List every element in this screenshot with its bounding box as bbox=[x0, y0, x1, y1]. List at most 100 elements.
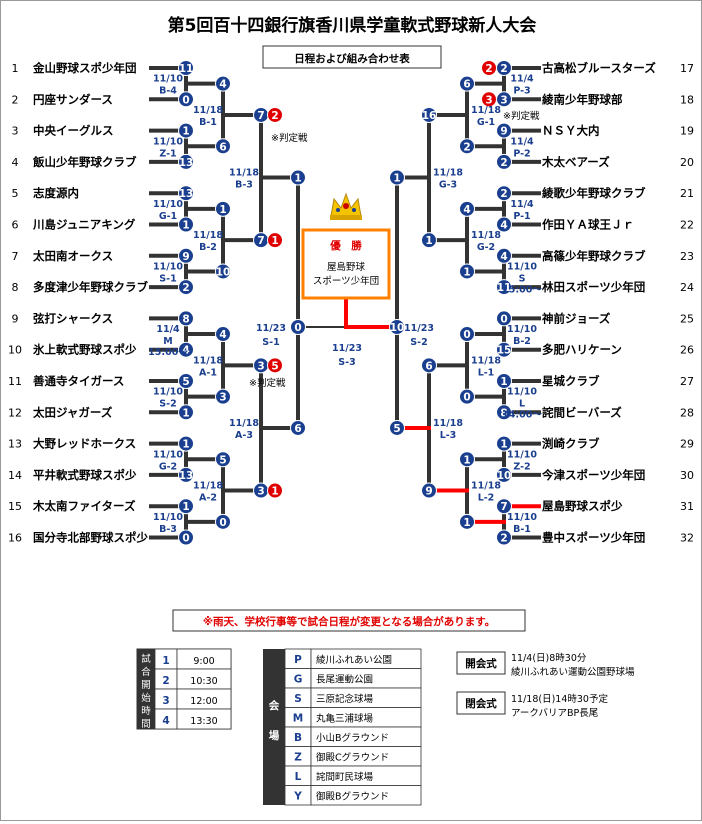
team-name-right: 高篠少年野球クラブ bbox=[542, 249, 646, 263]
score-circle bbox=[496, 466, 512, 483]
time-slot-time: 13:30 bbox=[190, 716, 217, 727]
match-date: 11/18 bbox=[471, 481, 501, 492]
score-value: 5 bbox=[219, 454, 226, 466]
team-number: 24 bbox=[680, 281, 694, 294]
match-venue: S-2 bbox=[159, 399, 176, 410]
team-number: 5 bbox=[12, 187, 19, 200]
score-circle bbox=[178, 185, 194, 202]
score-value: 0 bbox=[463, 392, 470, 404]
team-number: 6 bbox=[12, 219, 19, 232]
score-value: 10 bbox=[216, 266, 231, 278]
score-value: 4 bbox=[500, 220, 507, 232]
score-value: 7 bbox=[500, 501, 507, 513]
page-subtitle: 日程および組み合わせ表 bbox=[294, 52, 410, 65]
venue-name: 詫間町民球場 bbox=[316, 771, 374, 783]
score-value: 11 bbox=[497, 282, 512, 294]
score-value: 1 bbox=[182, 501, 189, 513]
score-circle bbox=[496, 216, 512, 233]
score-value: 6 bbox=[294, 423, 301, 435]
score-circle bbox=[178, 60, 194, 76]
venue-code: Z bbox=[294, 752, 302, 764]
team-name-right: 神前ジョーズ bbox=[542, 311, 611, 325]
champion-team: スポーツ少年団 bbox=[313, 275, 379, 287]
score-circle bbox=[178, 122, 194, 139]
match-date: 11/18 bbox=[193, 230, 223, 241]
score-circle bbox=[496, 153, 512, 170]
score-value: 13 bbox=[179, 470, 194, 482]
score-value: 1 bbox=[425, 235, 432, 247]
team-name-left: 平井軟式野球スポ少 bbox=[33, 468, 137, 482]
score-value: 2 bbox=[500, 533, 507, 545]
score-circle bbox=[496, 373, 512, 389]
score-value: 6 bbox=[219, 141, 226, 153]
score-circle bbox=[496, 529, 512, 546]
match-venue: G-2 bbox=[477, 242, 495, 253]
venue-name: 御殿Cグラウンド bbox=[316, 752, 389, 764]
team-name-right: 屋島野球スポ少 bbox=[542, 499, 623, 513]
judgement-score bbox=[267, 357, 283, 374]
match-date: 11/10 bbox=[507, 261, 537, 272]
score-value: 7 bbox=[257, 235, 264, 247]
score-circle bbox=[178, 341, 194, 358]
team-name-right: 林田スポーツ少年団 bbox=[542, 280, 645, 294]
score-value: 0 bbox=[463, 329, 470, 341]
team-name-left: 弦打シャークス bbox=[33, 311, 113, 325]
team-number: 8 bbox=[12, 281, 19, 294]
opening-box bbox=[456, 651, 506, 675]
match-date: 11/10 bbox=[153, 512, 183, 523]
team-name-left: 中央イーグルス bbox=[33, 124, 114, 138]
match-date: 11/10 bbox=[153, 74, 183, 85]
score-value: 3 bbox=[485, 94, 492, 106]
venue-header: 会 bbox=[269, 699, 280, 712]
score-value: 4 bbox=[182, 345, 189, 357]
team-number: 10 bbox=[8, 344, 22, 357]
notice-box bbox=[172, 609, 526, 632]
score-value: 4 bbox=[219, 79, 226, 91]
score-circle bbox=[178, 279, 194, 296]
score-circle bbox=[421, 357, 437, 374]
match-venue: B-3 bbox=[159, 524, 177, 535]
venue-name: 綾川ふれあい公園 bbox=[316, 654, 392, 666]
match-date: 11/4 bbox=[156, 324, 180, 335]
match-venue: P-1 bbox=[513, 211, 530, 222]
score-value: 0 bbox=[182, 94, 189, 106]
team-name-left: 金山野球スポ少年団 bbox=[32, 61, 137, 75]
team-name-left: 太田南オークス bbox=[32, 249, 113, 263]
match-venue: S-1 bbox=[262, 337, 279, 348]
score-circle bbox=[178, 91, 194, 108]
match-venue: G-1 bbox=[477, 117, 495, 128]
match-venue: S-2 bbox=[410, 337, 427, 348]
score-value: 9 bbox=[182, 251, 189, 263]
score-circle bbox=[496, 310, 512, 327]
score-value: 4 bbox=[219, 329, 226, 341]
match-venue: P-2 bbox=[513, 148, 530, 159]
final-date: 11/23 bbox=[332, 343, 362, 354]
team-name-left: 円座サンダース bbox=[33, 92, 113, 106]
closing-label: 閉会式 bbox=[465, 697, 497, 710]
team-name-right: ＮＳＹ大内 bbox=[542, 124, 600, 138]
score-circle bbox=[459, 388, 475, 405]
times-header: 試 bbox=[141, 653, 151, 665]
score-circle bbox=[421, 232, 437, 249]
opening-place: 綾川ふれあい運動公園野球場 bbox=[511, 666, 635, 678]
score-circle bbox=[496, 247, 512, 264]
score-value: 8 bbox=[182, 313, 189, 325]
match-venue: L bbox=[519, 399, 525, 410]
venue-code: G bbox=[294, 674, 303, 686]
team-number: 11 bbox=[8, 375, 22, 388]
team-name-right: 星城クラブ bbox=[542, 374, 600, 388]
match-venue: B-2 bbox=[199, 242, 217, 253]
subtitle-box bbox=[262, 45, 442, 69]
team-name-right: 渕崎クラブ bbox=[542, 437, 600, 451]
champion-box bbox=[301, 228, 391, 300]
match-venue: L-2 bbox=[478, 493, 495, 504]
score-circle bbox=[178, 529, 194, 546]
match-venue: A-2 bbox=[199, 493, 217, 504]
judgement-note: ※判定戦 bbox=[503, 110, 540, 122]
score-circle bbox=[389, 319, 405, 335]
score-value: 2 bbox=[500, 157, 507, 169]
time-slot-number: 4 bbox=[162, 715, 169, 727]
team-number: 1 bbox=[12, 62, 19, 75]
score-value: 10 bbox=[390, 322, 405, 334]
venue-name: 三原記念球場 bbox=[316, 693, 374, 705]
